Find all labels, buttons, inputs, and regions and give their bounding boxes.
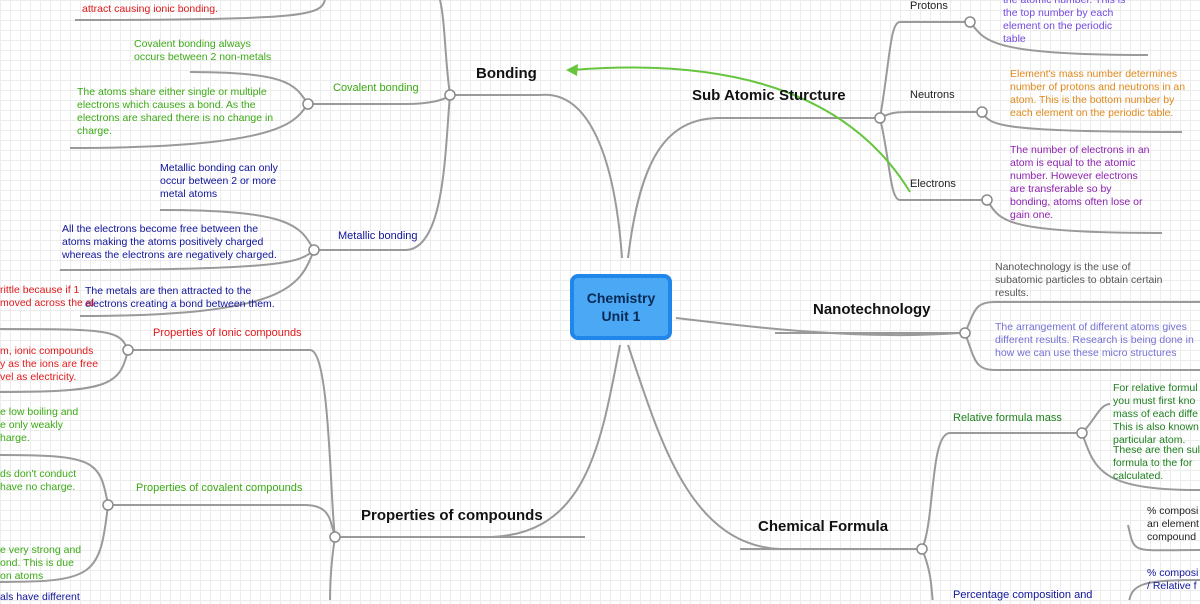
protons-label[interactable]: Protons xyxy=(910,0,948,12)
percentage-note-1: % composi an element compound xyxy=(1147,505,1199,543)
rfm-note-2: These are then sul formula to the for ca… xyxy=(1113,444,1200,482)
protons-note: the atomic number. This is the top numbe… xyxy=(1003,0,1126,45)
relation-arrowhead xyxy=(566,64,578,76)
metallic-bonding-note-2: All the electrons become free between th… xyxy=(62,223,277,261)
node-joint xyxy=(122,344,134,356)
ionic-properties-note-1: m, ionic compounds y as the ions are fre… xyxy=(0,345,99,383)
metallic-bonding-label[interactable]: Metallic bonding xyxy=(338,230,418,242)
connector-properties xyxy=(479,344,621,539)
central-topic[interactable]: Chemistry Unit 1 xyxy=(570,274,672,340)
node-joint xyxy=(874,112,886,124)
ionic-bonding-note: attract causing ionic bonding. xyxy=(82,3,219,15)
metallic-bonding-note-1: Metallic bonding can only occur between … xyxy=(160,162,278,200)
electrons-label[interactable]: Electrons xyxy=(910,178,956,190)
node-joint xyxy=(981,194,993,206)
node-joint xyxy=(964,16,976,28)
relative-formula-mass-label[interactable]: Relative formula mass xyxy=(953,412,1062,424)
covalent-properties-note-2: e very strong and ond. This is due on at… xyxy=(0,544,82,582)
neutrons-note: Element's mass number determines number … xyxy=(1010,68,1186,119)
connector-sub-atomic xyxy=(627,117,721,259)
node-joint xyxy=(976,106,988,118)
percentage-composition-label[interactable]: Percentage composition and xyxy=(953,589,1093,601)
node-joint xyxy=(102,499,114,511)
covalent-bonding-note-2: The atoms share either single or multipl… xyxy=(77,86,274,137)
rfm-note-1: For relative formul you must first kno m… xyxy=(1113,382,1199,446)
ionic-properties-note-2: e low boiling and e only weakly harge. xyxy=(0,406,79,444)
node-joint xyxy=(329,531,341,543)
node-joint xyxy=(308,244,320,256)
brittle-note: rittle because if 1 moved across the al xyxy=(0,284,94,309)
topic-properties-of-compounds[interactable]: Properties of compounds xyxy=(361,507,543,524)
connector-bonding xyxy=(539,93,623,259)
neutrons-label[interactable]: Neutrons xyxy=(910,89,955,101)
topic-bonding[interactable]: Bonding xyxy=(476,65,537,82)
metal-properties-note: als have different xyxy=(0,591,80,603)
covalent-bonding-label[interactable]: Covalent bonding xyxy=(333,82,419,94)
node-joint xyxy=(302,98,314,110)
node-joint xyxy=(1076,427,1088,439)
nanotech-note-2: The arrangement of different atoms gives… xyxy=(995,321,1194,359)
topic-nanotechnology[interactable]: Nanotechnology xyxy=(813,301,931,318)
topic-chemical-formula[interactable]: Chemical Formula xyxy=(758,518,889,535)
properties-ionic-label[interactable]: Properties of Ionic compounds xyxy=(153,327,302,339)
node-joint xyxy=(916,543,928,555)
relation-arrow xyxy=(571,66,911,193)
percentage-note-2: % composi / Relative f xyxy=(1147,567,1199,592)
nanotech-note-1: Nanotechnology is the use of subatomic p… xyxy=(995,261,1163,299)
topic-sub-atomic-structure[interactable]: Sub Atomic Sturcture xyxy=(692,87,846,104)
node-joint xyxy=(959,327,971,339)
metallic-bonding-note-3: The metals are then attracted to the ele… xyxy=(85,285,275,310)
node-joint xyxy=(444,89,456,101)
electrons-note: The number of electrons in an atom is eq… xyxy=(1010,144,1150,221)
covalent-properties-note-1: ds don't conduct have no charge. xyxy=(0,468,77,493)
properties-covalent-label[interactable]: Properties of covalent compounds xyxy=(136,482,303,494)
connector-nanotech xyxy=(675,317,961,337)
covalent-bonding-note-1: Covalent bonding always occurs between 2… xyxy=(134,38,272,63)
connector-chemical-formula xyxy=(627,344,781,550)
